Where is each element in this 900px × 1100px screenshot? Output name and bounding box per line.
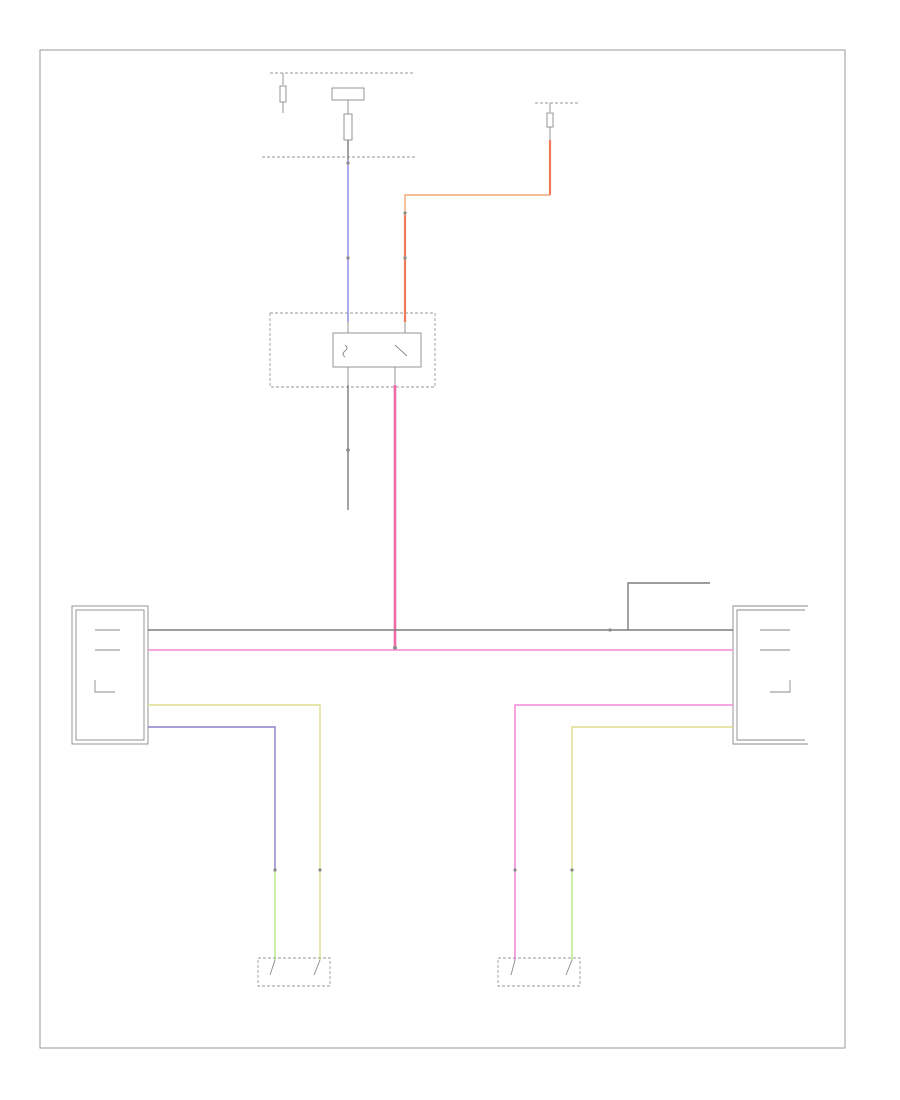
wire-purple-left [148, 726, 276, 870]
wire-orange-bridge [404, 194, 550, 215]
relay-module [269, 312, 436, 388]
right-fuse-source [535, 102, 580, 140]
wire-yellow-right [571, 726, 733, 870]
diagram-frame [39, 49, 846, 1049]
right-switch [732, 605, 808, 745]
wire-black-right-ground [627, 582, 710, 630]
wire-yellow-left [148, 704, 321, 870]
top-fuse-source [262, 72, 415, 158]
right-washer-switch [497, 957, 581, 987]
left-washer-switch [257, 957, 331, 987]
wire-pink-right [514, 704, 733, 960]
left-switch [71, 605, 149, 745]
